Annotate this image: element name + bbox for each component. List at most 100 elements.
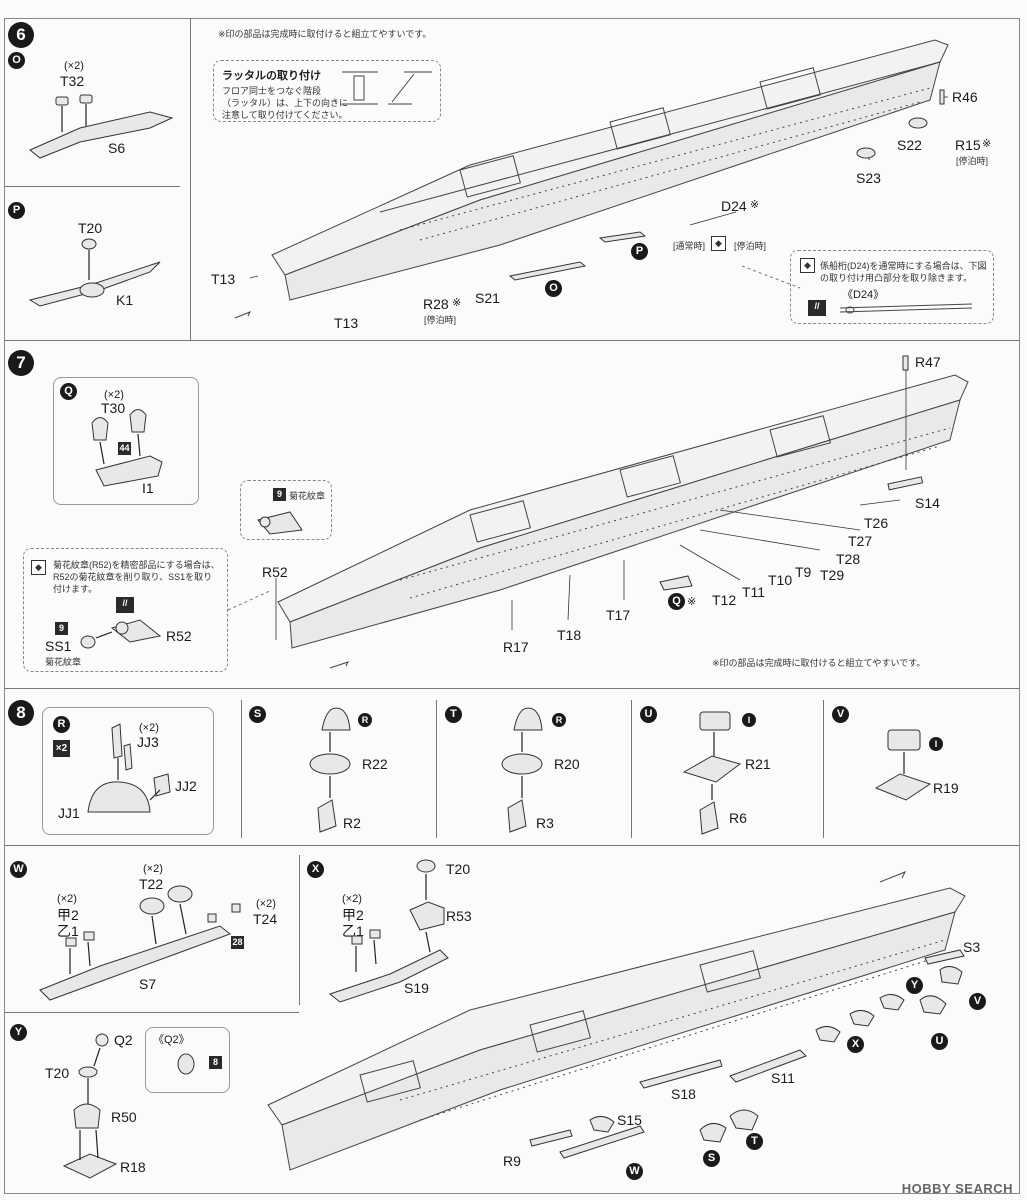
sub-q-qty: (×2) bbox=[104, 389, 124, 401]
sub-v-circle: V bbox=[832, 706, 849, 723]
q2-detail-box bbox=[145, 1027, 230, 1093]
label-s-circle: S bbox=[703, 1150, 720, 1167]
sub-y-drawing bbox=[62, 1033, 195, 1179]
ss1-drawing bbox=[80, 619, 162, 649]
sub-u-r6: R6 bbox=[729, 810, 747, 826]
ss1-r52: R52 bbox=[166, 628, 192, 644]
sub-w-t24: T24 bbox=[253, 911, 278, 927]
label-s11: S11 bbox=[771, 1070, 795, 1086]
label-w-circle: W bbox=[626, 1163, 643, 1180]
label-t13-a: T13 bbox=[211, 271, 236, 287]
sub-v-i-circle: I bbox=[929, 737, 943, 751]
ladder-note-box bbox=[213, 60, 441, 122]
sub-x-s19: S19 bbox=[404, 980, 429, 996]
label-d24: D24 bbox=[721, 198, 747, 214]
sub-r-qty: (×2) bbox=[139, 722, 159, 734]
d24-box-line1: 係船桁(D24)を通常時にする場合は、下図 bbox=[820, 261, 987, 271]
label-x-circle: X bbox=[847, 1036, 864, 1053]
sub-t-drawing bbox=[501, 707, 543, 833]
label-t28: T28 bbox=[836, 551, 861, 567]
sub-w-ko2: 甲2 bbox=[57, 907, 79, 923]
ladder-line2: （ラッタル）は、上下の向きに bbox=[222, 98, 349, 108]
sub-p-base: K1 bbox=[116, 292, 134, 308]
sub-w-circle: W bbox=[10, 861, 27, 878]
sub-p-part: T20 bbox=[78, 220, 103, 236]
sub-t-r20: R20 bbox=[554, 756, 580, 772]
sub-x-r53: R53 bbox=[446, 908, 472, 924]
sub-w-otsu1: 乙1 bbox=[57, 923, 79, 939]
sub-p-drawing bbox=[28, 238, 161, 307]
label-s22: S22 bbox=[897, 137, 922, 153]
label-q-mark: ※ bbox=[687, 596, 697, 608]
sub-v-r19: R19 bbox=[933, 780, 959, 796]
sub-w-qty3: (×2) bbox=[256, 898, 276, 910]
label-s14: S14 bbox=[915, 495, 940, 511]
remove-icon-ss1: ◆ bbox=[31, 560, 46, 575]
ladder-title: ラッタルの取り付け bbox=[222, 70, 321, 82]
label-q-circle: Q bbox=[668, 593, 685, 610]
chrysanthemum-label: 菊花紋章 bbox=[289, 491, 326, 501]
label-r15: R15 bbox=[955, 137, 981, 153]
sub-s-r-circle: R bbox=[358, 713, 372, 727]
step-7-number: 7 bbox=[8, 350, 34, 376]
sub-x-qty: (×2) bbox=[342, 893, 362, 905]
ss1-box-line2: R52の菊花紋章を削り取り、SS1を取り bbox=[53, 572, 213, 582]
ladder-line3: 注意して取り付けてください。 bbox=[222, 110, 348, 120]
q2-detail-label: 《Q2》 bbox=[153, 1034, 190, 1046]
sub-q-color: 44 bbox=[118, 442, 131, 455]
sub-v-drawing bbox=[874, 729, 932, 801]
label-s23: S23 bbox=[856, 170, 881, 186]
watermark: HOBBY SEARCH bbox=[901, 1181, 1013, 1196]
sub-r-drawing bbox=[87, 723, 171, 813]
label-t11: T11 bbox=[742, 584, 766, 600]
label-r28-sub: [停泊時] bbox=[424, 315, 457, 325]
sub-o-qty: (×2) bbox=[64, 60, 84, 72]
sub-w-qty2: (×2) bbox=[143, 863, 163, 875]
divider-step7-8 bbox=[4, 688, 1020, 689]
label-p-circle: P bbox=[631, 243, 648, 260]
sub-o-base: S6 bbox=[108, 140, 126, 156]
label-s15: S15 bbox=[617, 1112, 642, 1128]
label-t29: T29 bbox=[820, 567, 845, 583]
label-r9: R9 bbox=[503, 1153, 521, 1169]
ss1-sub: 菊花紋章 bbox=[45, 657, 82, 667]
chrysanthemum-drawing bbox=[257, 511, 303, 535]
label-d24-mark: ※ bbox=[750, 199, 760, 211]
sub-y-t20: T20 bbox=[45, 1065, 70, 1081]
remove-icon-d24: ◆ bbox=[800, 258, 815, 273]
sub-x-t20: T20 bbox=[446, 861, 471, 877]
sub-x-otsu1: 乙1 bbox=[342, 923, 364, 939]
ss1-callout-dashes bbox=[227, 589, 273, 611]
sub-u-drawing bbox=[682, 711, 742, 835]
chrysanthemum-color: 9 bbox=[273, 488, 286, 501]
sub-x-ko2: 甲2 bbox=[342, 907, 364, 923]
label-s21: S21 bbox=[475, 290, 500, 306]
cut-icon-ss1: // bbox=[116, 597, 134, 613]
sub-r-circle: R bbox=[53, 716, 70, 733]
sub-w-color: 28 bbox=[231, 936, 244, 949]
sub-s-circle: S bbox=[249, 706, 266, 723]
step7-ship-drawing bbox=[277, 374, 969, 669]
label-r52: R52 bbox=[262, 564, 288, 580]
sub-q-drawing bbox=[91, 409, 163, 487]
sub-x-circle: X bbox=[307, 861, 324, 878]
d24-box-part: 《D24》 bbox=[842, 289, 885, 301]
label-d24-moored: [停泊時] bbox=[734, 241, 767, 251]
sub-y-r50: R50 bbox=[111, 1109, 137, 1125]
label-u-circle: U bbox=[931, 1033, 948, 1050]
step6-note: ※印の部品は完成時に取付けると組立てやすいです。 bbox=[218, 29, 432, 39]
label-t13-b: T13 bbox=[334, 315, 359, 331]
sub-w-qty1: (×2) bbox=[57, 893, 77, 905]
sub-u-r21: R21 bbox=[745, 756, 771, 772]
step-8-number: 8 bbox=[8, 700, 34, 726]
sub-y-q2: Q2 bbox=[114, 1032, 133, 1048]
sub-r-jj2: JJ2 bbox=[175, 778, 197, 794]
ss1-box-line3: 付けます。 bbox=[53, 584, 98, 594]
label-d24-normal: [通常時] bbox=[673, 241, 706, 251]
label-r46: R46 bbox=[952, 89, 978, 105]
label-t9: T9 bbox=[795, 564, 812, 580]
sub-q-part: T30 bbox=[101, 400, 126, 416]
label-o-circle: O bbox=[545, 280, 562, 297]
divider-u-v bbox=[823, 700, 824, 838]
sub-r-jj1: JJ1 bbox=[58, 805, 80, 821]
